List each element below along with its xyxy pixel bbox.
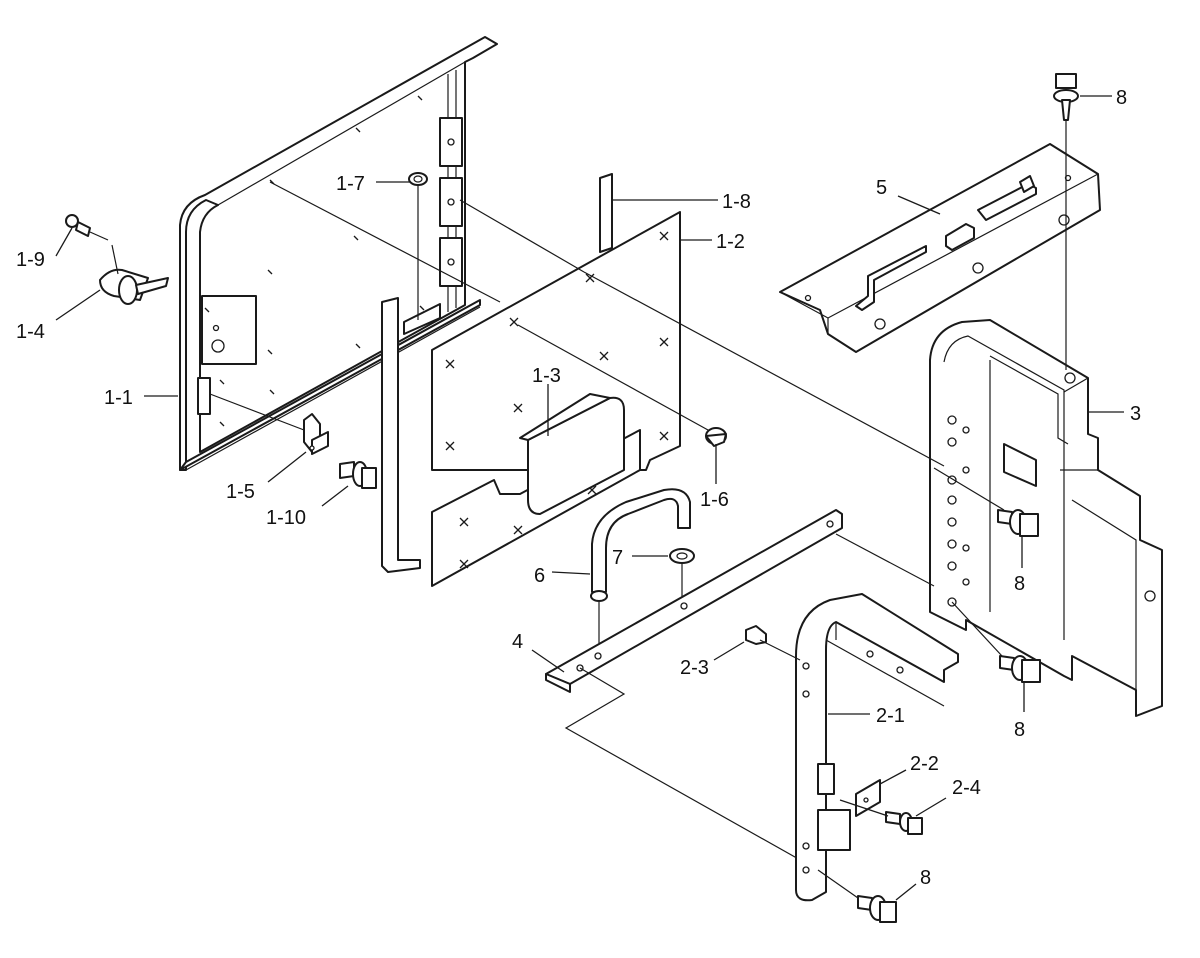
callout-7: 7: [612, 547, 668, 569]
callout-8-lower: 8: [1014, 682, 1025, 741]
callout-1-9: 1-9: [16, 227, 73, 271]
callout-label: 2-3: [680, 657, 709, 679]
part-2-4-bolt: [885, 811, 923, 835]
callout-1-5: 1-5: [226, 451, 307, 503]
callout-4: 4: [512, 631, 565, 673]
callout-1-4: 1-4: [16, 289, 101, 343]
callout-2-1: 2-1: [828, 705, 905, 727]
panel-crosses: [445, 231, 669, 451]
callout-label: 4: [512, 631, 523, 653]
callout-label: 1-4: [16, 321, 45, 343]
assembly-lines: [209, 120, 1067, 899]
part-2-2-plate: [855, 779, 881, 817]
part-5-top-rail: [779, 143, 1101, 353]
part-8-bolt-mid: [997, 509, 1039, 537]
part-1-7-grommet: [408, 172, 428, 320]
callout-label: 7: [612, 547, 623, 569]
callout-8-bottom: 8: [895, 867, 931, 901]
part-1-3-filter-pad: [519, 393, 625, 515]
callout-label: 5: [876, 177, 887, 199]
part-8-bolt-top: [1053, 73, 1079, 121]
callout-2-2: 2-2: [879, 753, 939, 785]
part-1-10-bolt: [339, 461, 377, 489]
callout-label: 3: [1130, 403, 1141, 425]
callout-label: 2-2: [910, 753, 939, 775]
callout-label: 2-4: [952, 777, 981, 799]
part-7-grommet: [669, 548, 695, 600]
part-4-bottom-rail: [545, 509, 843, 871]
callout-2-3: 2-3: [680, 641, 745, 679]
callout-label: 1-9: [16, 249, 45, 271]
callout-1-6: 1-6: [700, 444, 729, 511]
callout-1-8: 1-8: [612, 191, 751, 213]
callout-label: 1-2: [716, 231, 745, 253]
callout-label: 2-1: [876, 705, 905, 727]
part-1-1-panel-frame: [179, 36, 498, 471]
callout-1-2: 1-2: [680, 231, 745, 253]
callout-label: 8: [1014, 573, 1025, 595]
callout-3: 3: [1088, 403, 1141, 425]
callout-2-4: 2-4: [915, 777, 981, 817]
callout-6: 6: [534, 565, 591, 587]
callout-1-10: 1-10: [266, 485, 349, 529]
callout-8-top: 8: [1080, 87, 1127, 109]
part-1-4-latch: [99, 244, 169, 305]
callout-1-1: 1-1: [104, 387, 178, 409]
callout-label: 8: [1116, 87, 1127, 109]
callout-label: 1-7: [336, 173, 365, 195]
callout-label: 1-8: [722, 191, 751, 213]
part-3-side-post: [929, 319, 1163, 717]
callout-label: 1-3: [532, 365, 561, 387]
part-1-6-plug: [517, 324, 727, 447]
part-8-bolt-lower: [999, 655, 1041, 683]
part-1-9-screw: [65, 214, 109, 241]
part-6-drain-hose: [590, 488, 691, 646]
callout-label: 1-10: [266, 507, 306, 529]
callout-label: 6: [534, 565, 545, 587]
part-2-3-bolt: [745, 625, 801, 661]
callout-label: 1-6: [700, 489, 729, 511]
callout-1-3: 1-3: [532, 365, 561, 436]
callout-label: 8: [920, 867, 931, 889]
part-1-8-gasket: [381, 173, 613, 573]
callout-label: 8: [1014, 719, 1025, 741]
callout-label: 1-5: [226, 481, 255, 503]
part-2-1-lower-bracket: [795, 593, 959, 902]
part-8-bolt-bottom: [857, 895, 897, 923]
callout-8-mid: 8: [1014, 536, 1025, 595]
callout-label: 1-1: [104, 387, 133, 409]
callout-5: 5: [876, 177, 941, 215]
part-1-5-bracket: [303, 413, 329, 455]
callout-1-7: 1-7: [336, 173, 410, 195]
